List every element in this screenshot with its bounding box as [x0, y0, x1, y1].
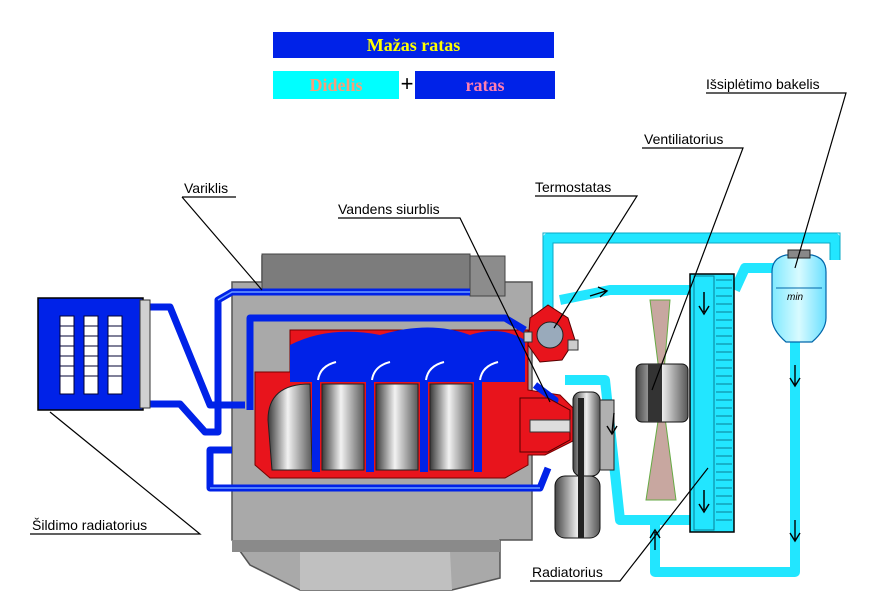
- heater-core: [37, 297, 151, 411]
- expansion-tank: [771, 249, 827, 343]
- radiator: [689, 273, 735, 533]
- legend-big-circuit-right: ratas: [415, 71, 555, 99]
- water-pump-label: Vandens siurblis: [338, 201, 440, 217]
- pulleys: [554, 391, 615, 539]
- radiator-label: Radiatorius: [532, 564, 603, 580]
- fan-label: Ventiliatorius: [644, 131, 724, 147]
- legend-big-circuit-left-label: Didelis: [309, 74, 363, 95]
- legend-small-circuit-label: Mažas ratas: [366, 34, 461, 55]
- legend-big-circuit-left: Didelis: [273, 71, 399, 99]
- engine-label: Variklis: [184, 180, 229, 196]
- heater-core-label: Šildimo radiatorius: [32, 517, 148, 533]
- small-circuit-highlights: [210, 291, 540, 489]
- thermostat: [523, 304, 579, 363]
- big-circuit-outline: [542, 232, 841, 318]
- tank-min-mark: min: [787, 292, 804, 303]
- legend-small-circuit: Mažas ratas: [273, 32, 554, 58]
- engine-block: [254, 327, 576, 479]
- legend-big-circuit-right-label: ratas: [465, 74, 505, 95]
- expansion-tank-label: Išsiplėtimo bakelis: [706, 76, 820, 92]
- thermostat-label: Termostatas: [535, 179, 612, 195]
- legend-plus-sign: +: [400, 71, 414, 96]
- flow-arrows: [589, 286, 801, 550]
